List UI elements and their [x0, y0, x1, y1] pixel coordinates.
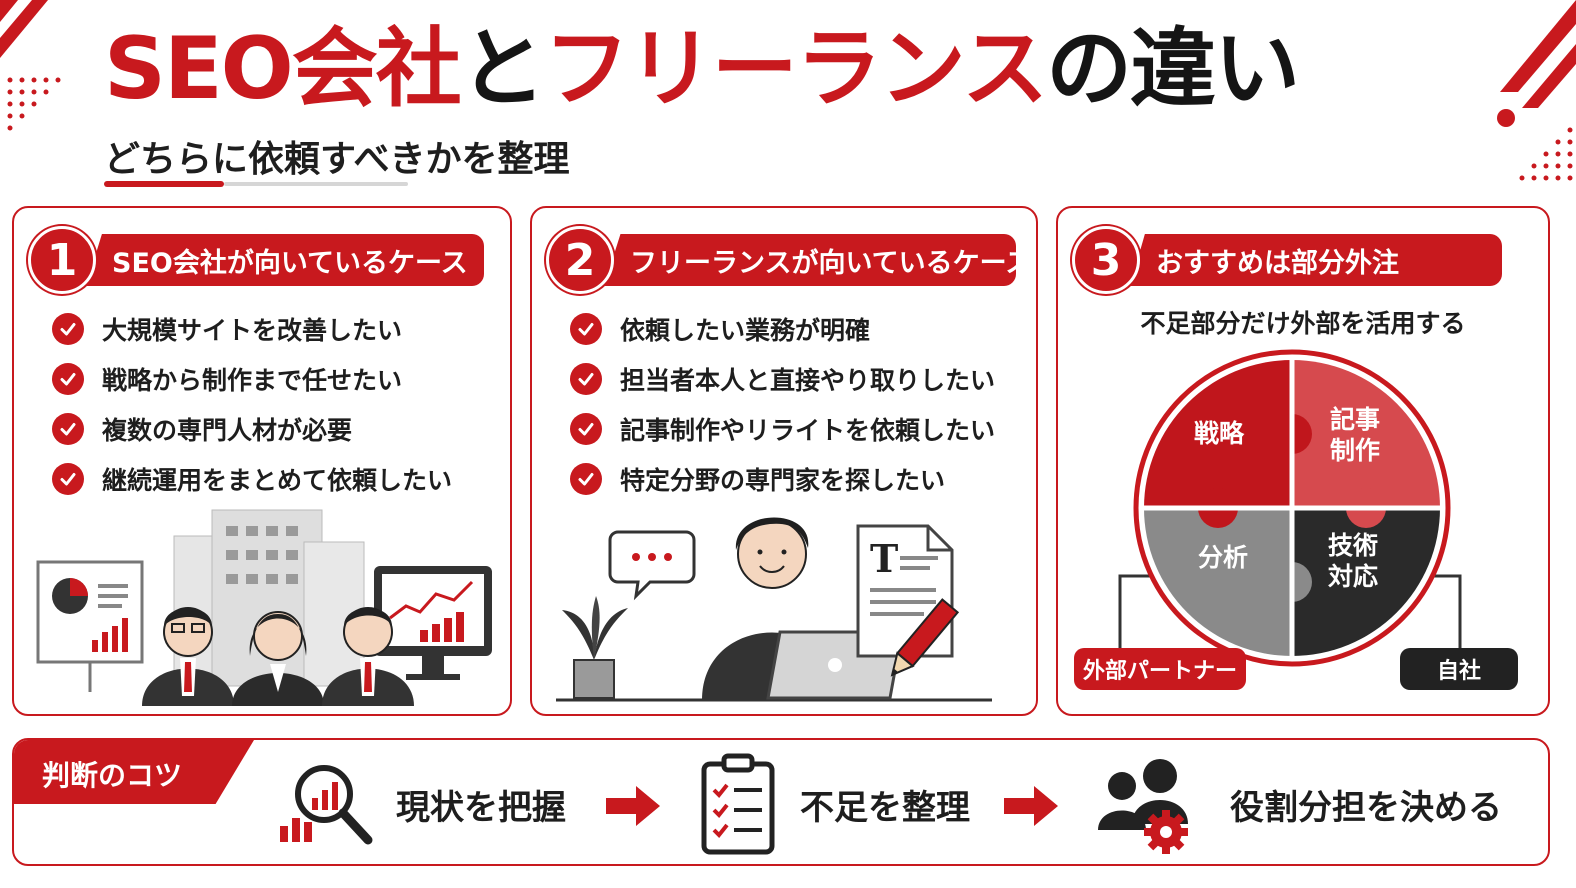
card-number: 3 [1072, 226, 1140, 294]
tips-panel: 判断のコツ 現状を把握 不足を整理 [12, 738, 1550, 866]
list-item-label: 記事制作やリライトを依頼したい [620, 416, 996, 445]
list-item: 複数の専門人材が必要 [52, 404, 452, 454]
card-freelance: 2 フリーランスが向いているケース 依頼したい業務が明確 担当者本人と直接やり取… [530, 206, 1038, 716]
check-circle-icon [52, 313, 84, 345]
check-list: 依頼したい業務が明確 担当者本人と直接やり取りしたい 記事制作やリライトを依頼し… [570, 304, 995, 504]
list-item-label: 戦略から制作まで任せたい [102, 366, 403, 395]
card-heading-label: フリーランスが向いているケース [604, 234, 1016, 286]
check-circle-icon [52, 413, 84, 445]
card-heading: 3 おすすめは部分外注 [1072, 226, 1502, 294]
freelancer-illustration: T [556, 517, 992, 702]
team-gear-icon [1098, 759, 1188, 854]
list-item-label: 複数の専門人材が必要 [102, 416, 353, 445]
card-partial-outsourcing: 3 おすすめは部分外注 不足部分だけ外部を活用する 戦略 記事 制作 分析 技術… [1056, 206, 1550, 716]
puzzle-piece-tech-line1: 技術 [1328, 531, 1379, 560]
tip-step-label: 不足を整理 [800, 787, 970, 828]
external-partner-badge: 外部パートナー [1074, 648, 1246, 690]
title-seo-company: SEO会社 [104, 19, 462, 119]
arrow-right-icon [1004, 786, 1058, 826]
list-item: 特定分野の専門家を探したい [570, 454, 995, 504]
check-list: 大規模サイトを改善したい 戦略から制作まで任せたい 複数の専門人材が必要 継続運… [52, 304, 452, 504]
list-item: 記事制作やリライトを依頼したい [570, 404, 995, 454]
card-heading-label: SEO会社が向いているケース [86, 234, 484, 286]
title-and: と [459, 19, 546, 119]
check-circle-icon [570, 363, 602, 395]
list-item: 依頼したい業務が明確 [570, 304, 995, 354]
puzzle-piece-tech: 技術 対応 [1328, 530, 1378, 593]
puzzle-piece-strategy: 戦略 [1194, 419, 1245, 448]
list-item: 担当者本人と直接やり取りしたい [570, 354, 995, 404]
title-difference: の違い [1046, 19, 1300, 119]
puzzle-piece-content: 記事 制作 [1330, 404, 1380, 467]
check-circle-icon [570, 413, 602, 445]
check-circle-icon [52, 463, 84, 495]
card-heading-label: おすすめは部分外注 [1130, 234, 1502, 286]
card-subheading: 不足部分だけ外部を活用する [1140, 309, 1466, 338]
card-heading: 1 SEO会社が向いているケース [28, 226, 484, 294]
title-freelance: フリーランス [543, 19, 1048, 119]
puzzle-piece-content-line2: 制作 [1330, 436, 1381, 466]
tip-step-understand: 現状を把握 [276, 740, 566, 864]
card-heading: 2 フリーランスが向いているケース [546, 226, 1016, 294]
puzzle-circle-diagram [1118, 349, 1462, 667]
list-item-label: 大規模サイトを改善したい [102, 316, 403, 345]
check-circle-icon [52, 363, 84, 395]
arrow-right-icon [606, 786, 660, 826]
card-seo-company: 1 SEO会社が向いているケース 大規模サイトを改善したい 戦略から制作まで任せ… [12, 206, 512, 716]
tip-step-assign-roles: 役割分担を決める [1094, 740, 1502, 864]
page-title: SEO会社とフリーランスの違い [104, 19, 1300, 119]
list-item: 継続運用をまとめて依頼したい [52, 454, 452, 504]
own-company-badge: 自社 [1400, 648, 1518, 690]
tip-step-organize: 不足を整理 [698, 740, 970, 864]
card-number: 1 [28, 226, 96, 294]
list-item-label: 担当者本人と直接やり取りしたい [620, 366, 996, 395]
list-item-label: 継続運用をまとめて依頼したい [102, 466, 453, 495]
tip-step-label: 役割分担を決める [1230, 787, 1502, 828]
list-item: 大規模サイトを改善したい [52, 304, 452, 354]
puzzle-piece-analysis: 分析 [1198, 543, 1249, 572]
list-item-label: 特定分野の専門家を探したい [620, 466, 946, 495]
check-circle-icon [570, 313, 602, 345]
list-item: 戦略から制作まで任せたい [52, 354, 452, 404]
tip-step-label: 現状を把握 [396, 787, 566, 828]
check-circle-icon [570, 463, 602, 495]
puzzle-piece-content-line1: 記事 [1330, 405, 1381, 434]
svg-text:T: T [870, 536, 898, 581]
tips-label: 判断のコツ [14, 740, 254, 804]
subtitle-underline [104, 181, 408, 187]
business-team-illustration [36, 509, 492, 706]
corner-decoration-top-right [1497, 0, 1576, 181]
page-subtitle: どちらに依頼すべきかを整理 [104, 139, 570, 180]
magnifier-chart-icon [280, 765, 373, 845]
list-item-label: 依頼したい業務が明確 [620, 316, 871, 345]
corner-decoration-top-left [0, 0, 61, 131]
puzzle-piece-tech-line2: 対応 [1328, 562, 1379, 592]
checklist-clipboard-icon [701, 753, 775, 855]
card-number: 2 [546, 226, 614, 294]
